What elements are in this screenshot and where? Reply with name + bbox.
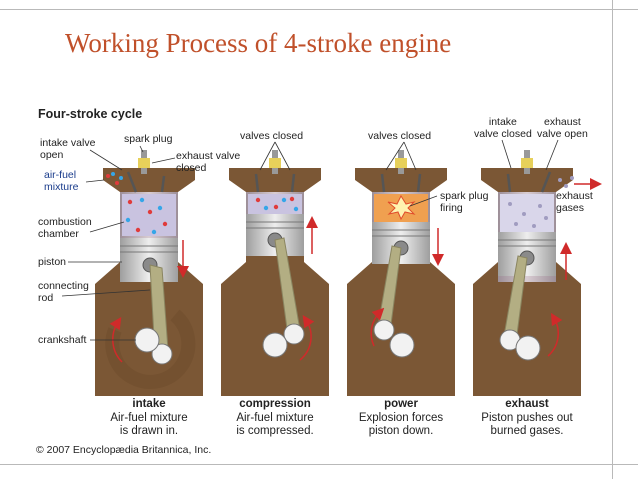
caption-intake: intake Air-fuel mixture is drawn in. (84, 398, 214, 439)
engine-power (347, 150, 455, 396)
stroke-desc-intake: Air-fuel mixture is drawn in. (110, 411, 188, 438)
label-spark-plug: spark plug (124, 133, 173, 145)
leader-lines (61, 139, 559, 341)
label-exhaust-valve-open: exhaust valve open (537, 116, 588, 140)
label-intake-valve-open: intake valve open (40, 137, 96, 161)
frame-top-line (0, 9, 638, 10)
page-title: Working Process of 4-stroke engine (65, 28, 452, 58)
stroke-desc-compression: Air-fuel mixture is compressed. (236, 411, 314, 438)
stroke-title-power: power (384, 398, 418, 410)
label-crankshaft: crankshaft (38, 334, 87, 346)
frame-right-line (612, 0, 613, 479)
label-air-fuel-mixture: air-fuel mixture (44, 169, 79, 193)
caption-exhaust: exhaust Piston pushes out burned gases. (462, 398, 592, 439)
stroke-title-compression: compression (239, 398, 311, 410)
label-exhaust-valve-closed: exhaust valve closed (176, 150, 241, 174)
figure-heading: Four-stroke cycle (38, 107, 143, 121)
label-valves-closed-compression: valves closed (240, 130, 304, 142)
label-valves-closed-power: valves closed (368, 130, 432, 142)
label-spark-plug-firing: spark plug firing (440, 190, 489, 214)
engine-exhaust (473, 150, 602, 396)
caption-compression: compression Air-fuel mixture is compress… (210, 398, 340, 439)
label-intake-valve-closed: intake valve closed (474, 116, 532, 140)
stroke-title-intake: intake (132, 398, 166, 410)
engine-intake (95, 150, 203, 396)
label-piston: piston (38, 256, 67, 268)
label-exhaust-gases: exhaust gases (556, 190, 593, 214)
stroke-title-exhaust: exhaust (505, 398, 549, 410)
label-connecting-rod: connecting rod (38, 280, 89, 304)
copyright-notice: © 2007 Encyclopædia Britannica, Inc. (36, 444, 212, 456)
frame-bottom-line (0, 464, 638, 465)
engine-compression (221, 150, 329, 396)
caption-power: power Explosion forces piston down. (336, 398, 466, 439)
label-combustion-chamber: combustion chamber (38, 216, 92, 240)
stroke-desc-power: Explosion forces piston down. (358, 411, 444, 438)
stroke-desc-exhaust: Piston pushes out burned gases. (481, 411, 573, 438)
